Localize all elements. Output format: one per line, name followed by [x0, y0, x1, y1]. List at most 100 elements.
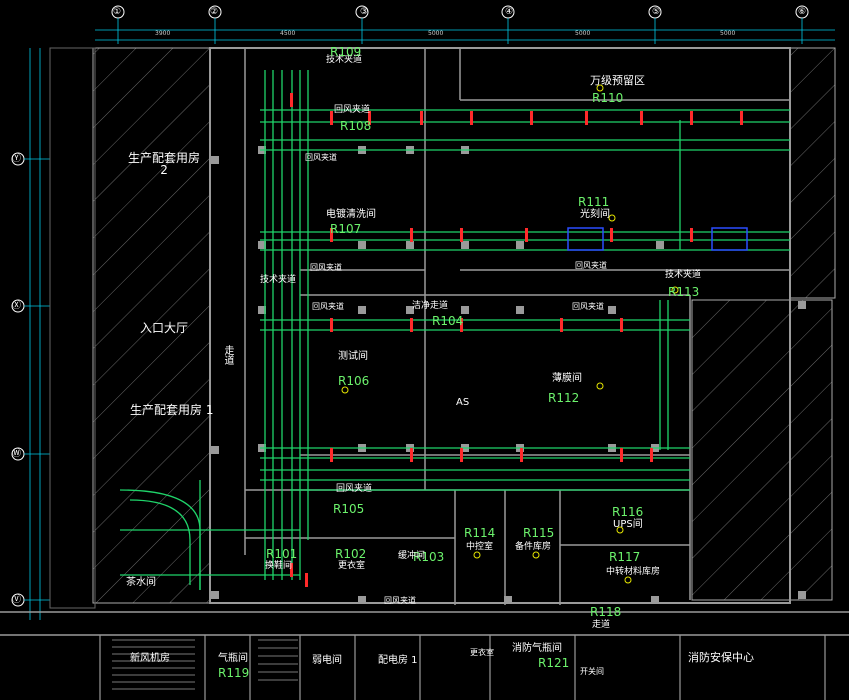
bottom-room-5: 更衣室 [470, 648, 494, 657]
axis-marker-y: Ⓨ [12, 154, 22, 164]
axis-marker-2: ② [210, 7, 219, 17]
column [358, 306, 366, 314]
room-name-r109: 技术夹道 [326, 55, 363, 65]
red-pipe [330, 111, 333, 125]
red-pipe [420, 111, 423, 125]
column [211, 591, 219, 599]
red-pipe [560, 318, 563, 332]
equipment-box [711, 227, 748, 251]
column [651, 596, 659, 604]
dimension-text: 4500 [280, 30, 296, 37]
room-id-r113: R113 [668, 285, 700, 299]
marker-dot [608, 214, 616, 222]
room-name-r103: 缓冲间 [398, 551, 426, 561]
axis-marker-v: Ⓥ [12, 595, 22, 605]
red-pipe [330, 228, 333, 242]
room-name-r115: 备件库房 [515, 542, 552, 552]
room-id-r115: R115 [523, 526, 555, 540]
column [358, 596, 366, 604]
outer-wall-strip [49, 47, 96, 609]
axis-marker-5: ⑤ [652, 7, 661, 17]
column [406, 306, 414, 314]
room-name-r107: 电镀清洗间 [326, 209, 376, 220]
red-pipe [690, 111, 693, 125]
column [461, 306, 469, 314]
column [516, 306, 524, 314]
equipment-box [567, 227, 604, 251]
duct-label-r: 回风夹道 [575, 261, 607, 270]
axis-marker-w: Ⓦ [12, 449, 22, 459]
hatched-block-right-top [789, 47, 836, 299]
room-id-r118: R118 [590, 605, 622, 619]
axis-marker-4: ④ [505, 7, 514, 17]
column [258, 306, 266, 314]
axis-marker-6: ⑥ [798, 7, 807, 17]
axis-marker-1: ① [113, 7, 122, 17]
red-pipe [290, 563, 293, 577]
room-label-prod2: 生产配套用房 2 [128, 151, 201, 177]
bottom-room-2: 配电房 1 [378, 655, 418, 666]
duct-elbow [119, 489, 201, 590]
bottom-room-4: 消防安保中心 [688, 651, 754, 664]
marker-dot [596, 382, 604, 390]
room-id-r111: R111 [578, 195, 610, 209]
column [211, 156, 219, 164]
room-id-r114: R114 [464, 526, 496, 540]
marker-dot [671, 286, 679, 294]
duct-label-bottom: 回风夹道 [384, 596, 416, 605]
marker-dot [532, 551, 540, 559]
red-pipe [460, 228, 463, 242]
room-name-r105: 回风夹道 [336, 484, 373, 494]
red-pipe [620, 318, 623, 332]
red-pipe [290, 93, 293, 107]
red-pipe [330, 318, 333, 332]
bottom-room-6: 开关间 [580, 667, 604, 676]
room-name-r119: 气瓶间 [218, 653, 248, 664]
red-pipe [470, 111, 473, 125]
red-pipe [305, 573, 308, 587]
column [358, 241, 366, 249]
column [516, 241, 524, 249]
room-name-r101: 换鞋间 [265, 561, 293, 571]
dimension-text: 5000 [575, 30, 591, 37]
room-id-r106: R106 [338, 374, 370, 388]
red-pipe [530, 111, 533, 125]
duct-label-mid3: 回风夹道 [572, 302, 604, 311]
column [608, 306, 616, 314]
marker-dot [624, 576, 632, 584]
room-id-r108: R108 [340, 119, 372, 133]
room-name-r118: 走道 [592, 620, 611, 630]
room-name-r117: 中转材料库房 [606, 567, 661, 577]
room-id-r110: R110 [592, 91, 624, 105]
room-name-r114: 中控室 [466, 542, 494, 552]
room-name-r104: 洁净走道 [412, 301, 449, 311]
column [504, 596, 512, 604]
column [406, 241, 414, 249]
red-pipe [650, 448, 653, 462]
room-label-prod1: 生产配套用房 1 [130, 403, 214, 417]
room-name-r112: 薄膜间 [552, 373, 582, 384]
room-label-lobby: 入口大厅 [140, 321, 189, 335]
red-pipe [410, 228, 413, 242]
room-name-r110: 万级预留区 [590, 74, 645, 87]
duct-label-mid: 回风夹道 [310, 263, 342, 272]
bottom-room-3: 弱电间 [312, 655, 342, 666]
room-name-r106: 测试间 [338, 351, 368, 362]
duct-elbow [129, 499, 191, 585]
red-pipe [740, 111, 743, 125]
marker-dot [473, 551, 481, 559]
room-name-r113: 技术夹道 [665, 270, 702, 280]
room-name-r102: 更衣室 [338, 561, 366, 571]
red-pipe [520, 448, 523, 462]
red-pipe [460, 448, 463, 462]
room-id-r102: R102 [335, 547, 367, 561]
room-id-r121: R121 [538, 656, 570, 670]
hatched-block-left [92, 47, 211, 604]
column [656, 241, 664, 249]
marker-dot [596, 84, 604, 92]
tea-room-label: 茶水间 [126, 577, 156, 588]
marker-dot [616, 526, 624, 534]
column [211, 446, 219, 454]
